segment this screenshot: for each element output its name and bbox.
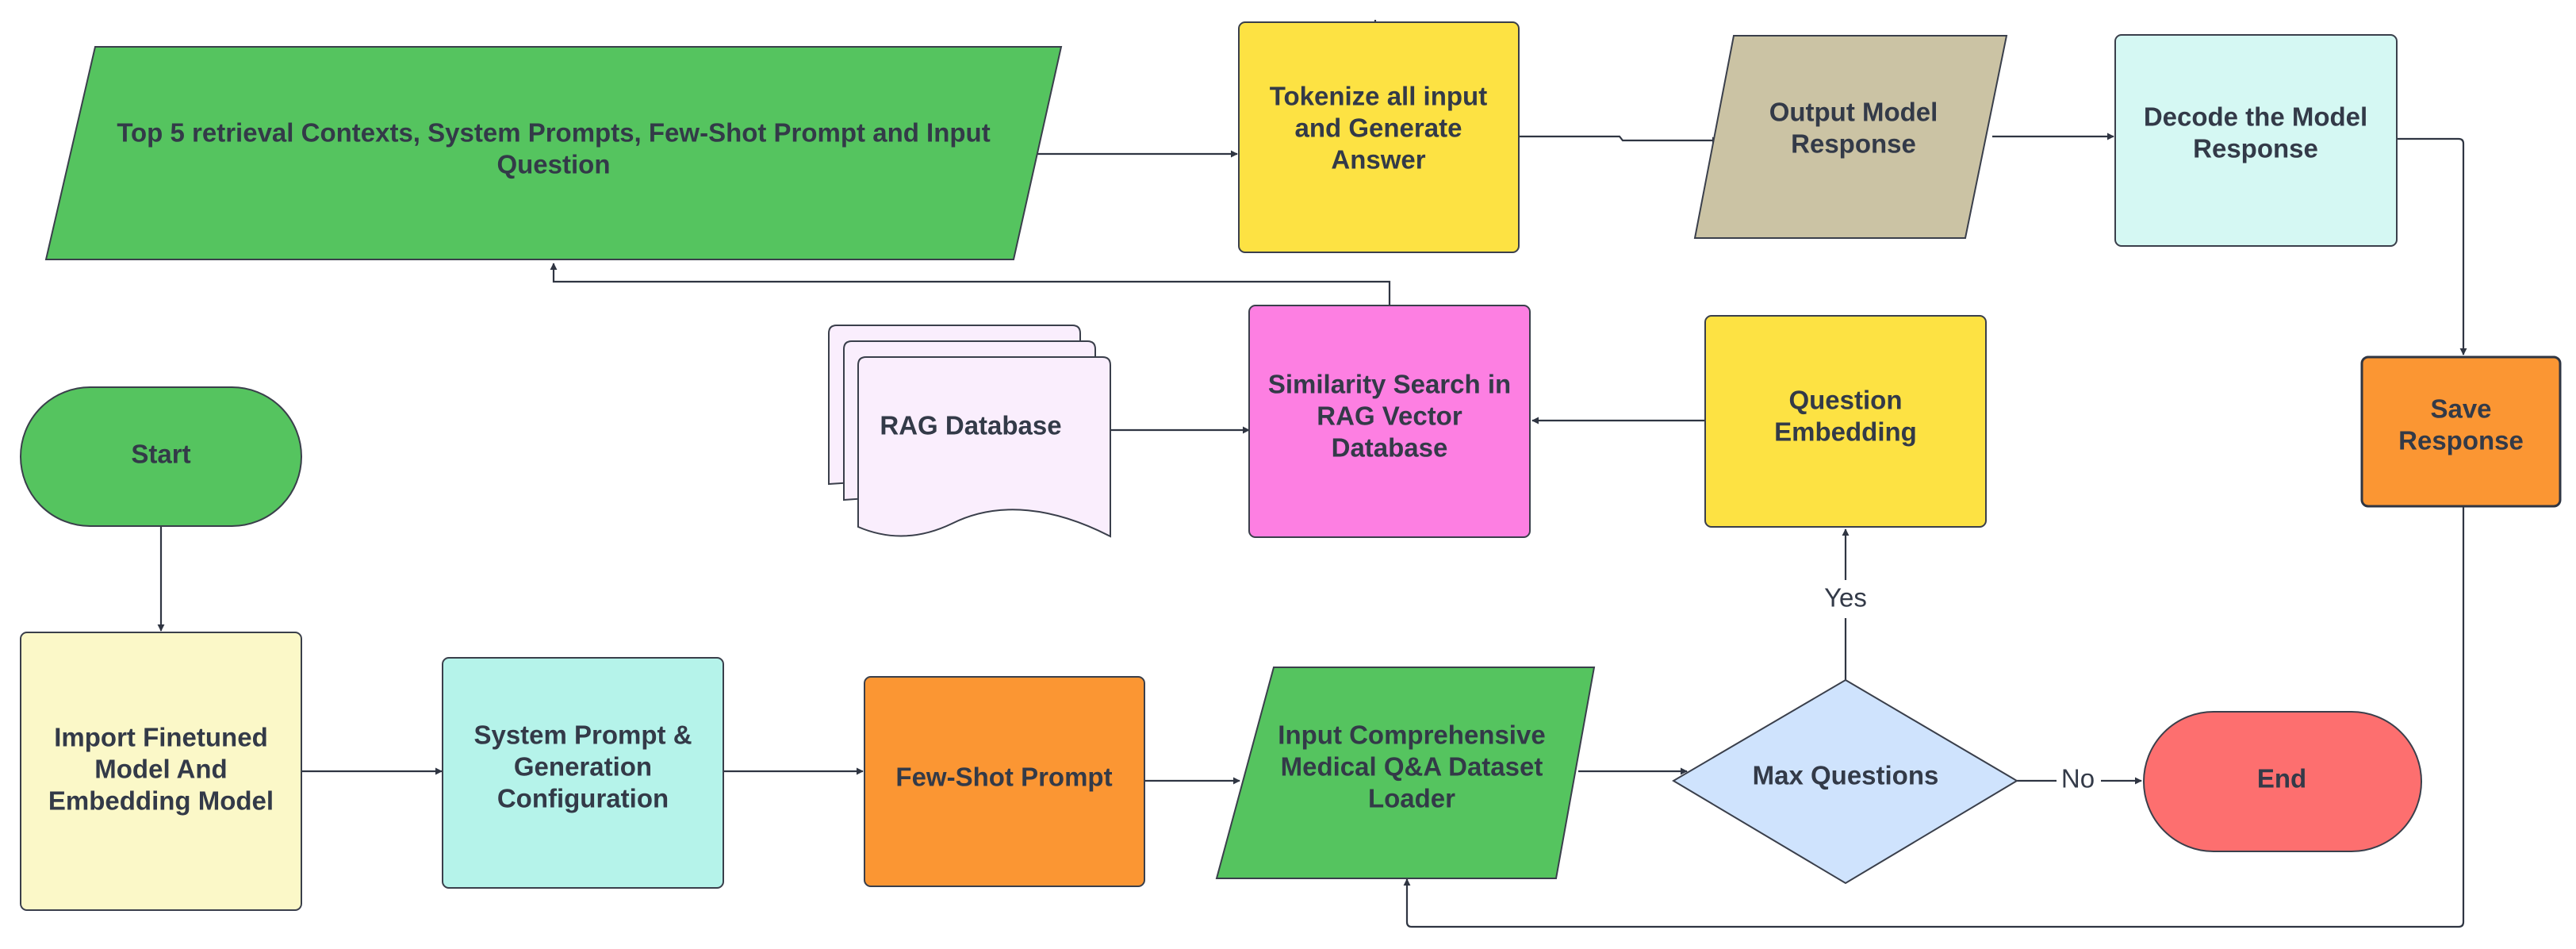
max-questions-shape bbox=[1672, 678, 2018, 885]
no-label-bg bbox=[2057, 763, 2101, 798]
input-dataset-shape bbox=[1215, 667, 1596, 879]
yes-label-bg bbox=[1819, 580, 1873, 618]
tokenize-shape bbox=[1238, 21, 1520, 253]
end-label: End bbox=[2257, 764, 2306, 793]
no-edge-label: No bbox=[2061, 764, 2095, 793]
edge-tokenize-to-output bbox=[1519, 135, 1719, 144]
edge-similarity-search-to-top5 bbox=[550, 263, 1391, 305]
end-shape bbox=[2143, 711, 2422, 852]
edge-labels: Yes No bbox=[1819, 580, 2101, 798]
decode-shape bbox=[2114, 34, 2398, 247]
top5-contexts-label: Top 5 retrieval Contexts, System Prompts… bbox=[117, 118, 990, 179]
yes-edge-label: Yes bbox=[1824, 583, 1867, 613]
rag-database-node: RAG Database bbox=[828, 325, 1111, 538]
save-response-shape bbox=[2360, 355, 2562, 508]
few-shot-shape bbox=[864, 676, 1145, 887]
top5-contexts-shape bbox=[44, 46, 1063, 260]
end-node: End bbox=[2143, 711, 2422, 852]
top5-contexts-node: Top 5 retrieval Contexts, System Prompts… bbox=[44, 46, 1063, 260]
start-node: Start bbox=[20, 386, 302, 527]
edges bbox=[157, 20, 2467, 928]
output-response-shape bbox=[1693, 35, 2008, 239]
edge-save-loop-to-input-dataset bbox=[1403, 506, 2465, 928]
import-model-shape bbox=[20, 632, 302, 911]
rag-database-label: RAG Database bbox=[880, 411, 1061, 440]
few-shot-node: Few-Shot Prompt bbox=[864, 676, 1145, 887]
start-label: Start bbox=[131, 440, 190, 469]
similarity-search-shape bbox=[1248, 305, 1531, 538]
start-shape bbox=[20, 386, 302, 527]
question-embedding-shape bbox=[1704, 315, 1987, 528]
system-prompt-shape bbox=[442, 657, 724, 889]
rag-database-front-sheet bbox=[857, 356, 1111, 538]
max-questions-node: Max Questions bbox=[1672, 678, 2018, 885]
edge-decode-to-save bbox=[2397, 137, 2467, 355]
few-shot-label: Few-Shot Prompt bbox=[895, 763, 1112, 792]
max-questions-label: Max Questions bbox=[1753, 761, 1939, 790]
